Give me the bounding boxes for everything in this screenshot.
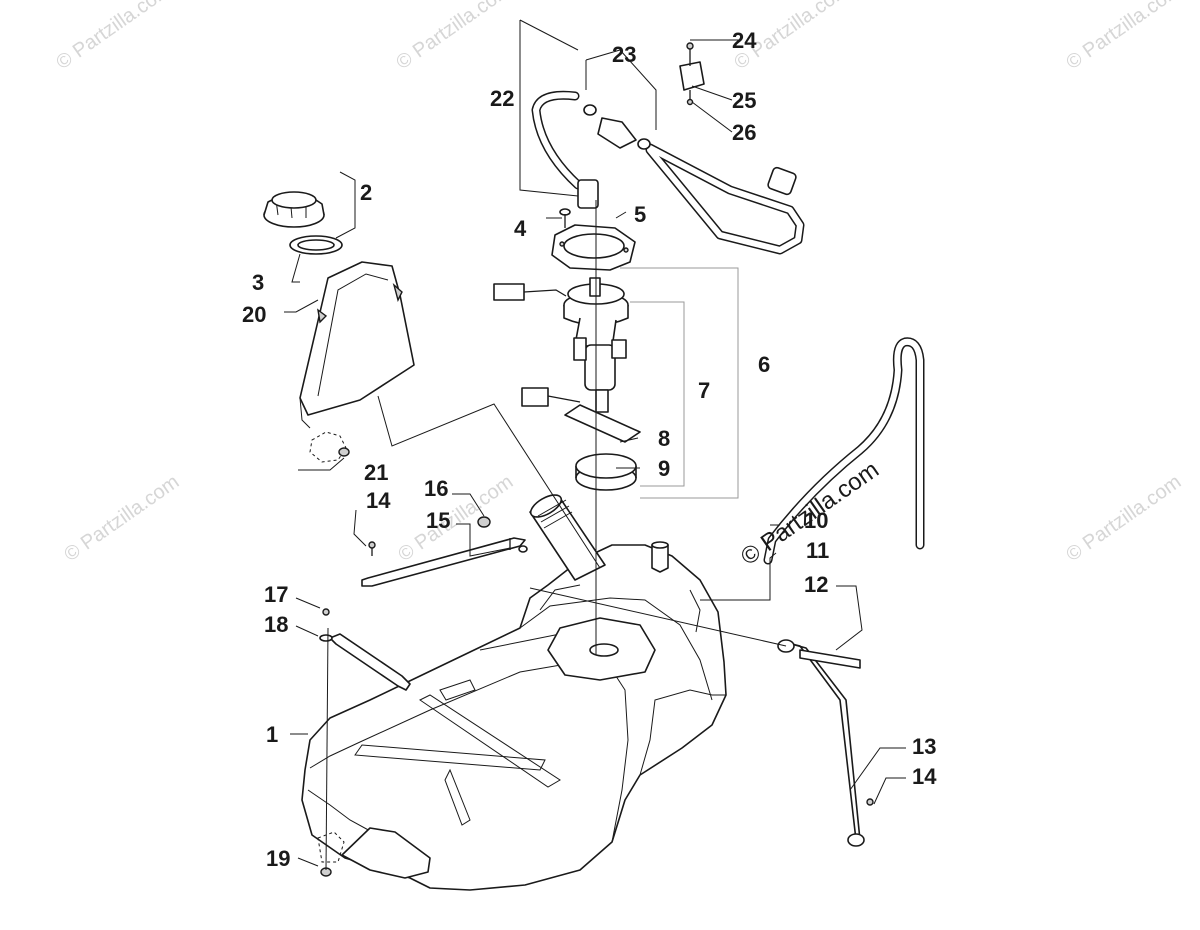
fuel-filter	[583, 104, 651, 150]
heat-shield	[299, 261, 415, 429]
fuel-line-hose	[531, 90, 805, 255]
callout-16: 16	[424, 476, 448, 501]
push-rivet	[309, 431, 350, 463]
callout-19: 19	[266, 846, 290, 871]
watermark: © Partzilla.com	[60, 471, 183, 566]
callout-6: 6	[758, 352, 770, 377]
strap-right	[777, 639, 874, 847]
callout-26: 26	[732, 120, 756, 145]
callout-labels: 1 2 3 4 5 6 7 8 9 10 11 12 13 14 14 15 1…	[242, 28, 937, 871]
callout-7: 7	[698, 378, 710, 403]
callout-14: 14	[366, 488, 391, 513]
pump-bolt	[559, 208, 571, 228]
fuel-tank	[301, 494, 727, 891]
callout-12: 12	[804, 572, 828, 597]
watermark: © Partzilla.com	[1062, 471, 1185, 566]
leader-lines	[284, 19, 906, 871]
callout-9: 9	[658, 456, 670, 481]
nut	[477, 516, 491, 528]
callout-2: 2	[360, 180, 372, 205]
callout-25: 25	[732, 88, 756, 113]
callout-11: 11	[806, 538, 829, 563]
callout-22: 22	[490, 86, 514, 111]
filler-cap	[263, 191, 325, 228]
front-bracket	[361, 537, 528, 587]
callout-23: 23	[612, 42, 636, 67]
watermark: © Partzilla.com	[52, 0, 175, 74]
callout-21: 21	[364, 460, 388, 485]
callout-4: 4	[514, 216, 527, 241]
hose-clamp	[679, 42, 705, 106]
callout-18: 18	[264, 612, 288, 637]
callout-5: 5	[634, 202, 646, 227]
strap-left	[319, 608, 411, 691]
callout-15: 15	[426, 508, 450, 533]
callout-8: 8	[658, 426, 670, 451]
callout-10: 10	[804, 508, 828, 533]
callout-24: 24	[732, 28, 757, 53]
callout-14: 14	[912, 764, 937, 789]
cap-gasket	[289, 235, 343, 255]
callout-1: 1	[266, 722, 278, 747]
fuel-pump	[493, 277, 641, 443]
watermark: © Partzilla.com	[392, 0, 515, 74]
fuel-pump-flange-plate	[551, 224, 636, 271]
callout-17: 17	[264, 582, 288, 607]
watermark: © Partzilla.com	[1062, 0, 1185, 74]
callout-3: 3	[252, 270, 264, 295]
pump-o-ring	[575, 453, 637, 491]
vent-hose	[763, 337, 925, 565]
callout-20: 20	[242, 302, 266, 327]
callout-13: 13	[912, 734, 936, 759]
bottom-fastener	[317, 831, 345, 877]
